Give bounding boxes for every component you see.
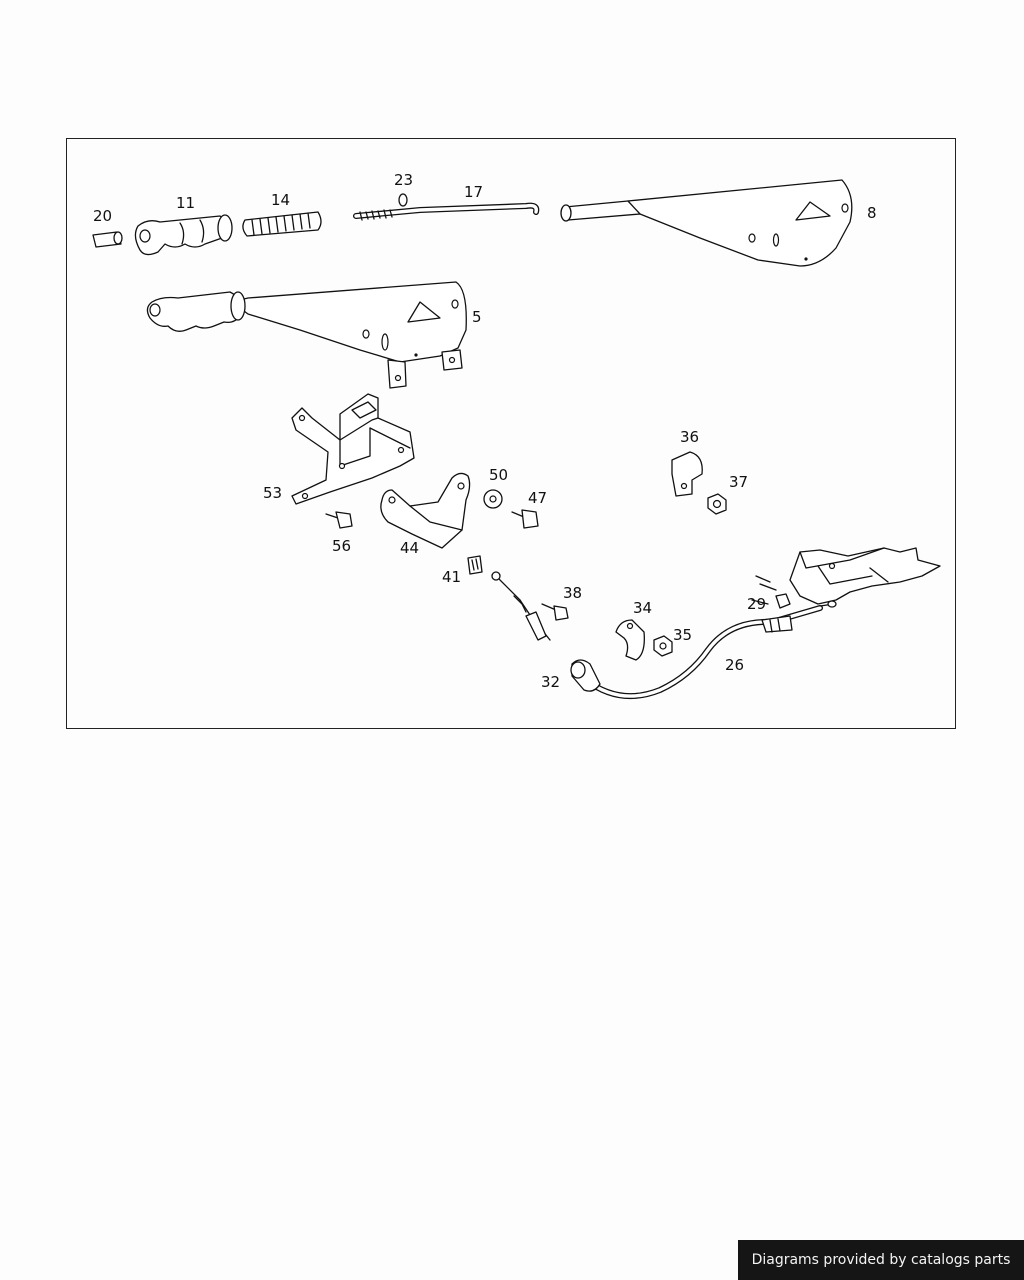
callout-20: 20 bbox=[93, 207, 112, 225]
rear-brake-mechanism bbox=[751, 547, 941, 608]
part-35-nut[interactable] bbox=[653, 635, 673, 657]
part-32-boot[interactable] bbox=[570, 659, 601, 692]
callout-11: 11 bbox=[176, 194, 195, 212]
callout-29: 29 bbox=[747, 595, 766, 613]
callout-8: 8 bbox=[867, 204, 877, 222]
part-37-nut[interactable] bbox=[707, 493, 727, 515]
part-14-spring[interactable] bbox=[242, 211, 322, 237]
part-53-mounting-bracket[interactable] bbox=[291, 393, 415, 505]
part-50-washer[interactable] bbox=[483, 489, 503, 509]
callout-17: 17 bbox=[464, 183, 483, 201]
callout-35: 35 bbox=[673, 626, 692, 644]
part-17-rod[interactable] bbox=[353, 202, 540, 221]
part-23-washer[interactable] bbox=[398, 193, 408, 207]
callout-38: 38 bbox=[563, 584, 582, 602]
callout-50: 50 bbox=[489, 466, 508, 484]
part-20-sleeve[interactable] bbox=[92, 231, 123, 248]
callout-5: 5 bbox=[472, 308, 482, 326]
callout-26: 26 bbox=[725, 656, 744, 674]
footer-credit-badge: Diagrams provided by catalogs parts bbox=[738, 1240, 1024, 1280]
part-5-lever-assembly[interactable] bbox=[146, 281, 467, 389]
part-11-handle-grip[interactable] bbox=[134, 214, 233, 256]
part-36-clamp[interactable] bbox=[671, 451, 703, 497]
callout-36: 36 bbox=[680, 428, 699, 446]
callout-37: 37 bbox=[729, 473, 748, 491]
part-29-nut[interactable] bbox=[775, 593, 791, 609]
part-26-cable[interactable] bbox=[583, 605, 823, 700]
callout-23: 23 bbox=[394, 171, 413, 189]
part-41-clip[interactable] bbox=[467, 555, 483, 575]
part-38-bolt[interactable] bbox=[541, 603, 569, 621]
cable-front-fitting[interactable] bbox=[491, 571, 551, 641]
part-44-bracket[interactable] bbox=[380, 472, 471, 549]
callout-34: 34 bbox=[633, 599, 652, 617]
callout-14: 14 bbox=[271, 191, 290, 209]
part-8-brake-lever[interactable] bbox=[560, 179, 853, 267]
callout-56: 56 bbox=[332, 537, 351, 555]
part-56-bolt[interactable] bbox=[325, 511, 353, 529]
part-34-clamp[interactable] bbox=[615, 619, 645, 661]
callout-32: 32 bbox=[541, 673, 560, 691]
part-47-bolt[interactable] bbox=[511, 509, 539, 529]
callout-44: 44 bbox=[400, 539, 419, 557]
callout-41: 41 bbox=[442, 568, 461, 586]
callout-47: 47 bbox=[528, 489, 547, 507]
callout-53: 53 bbox=[263, 484, 282, 502]
